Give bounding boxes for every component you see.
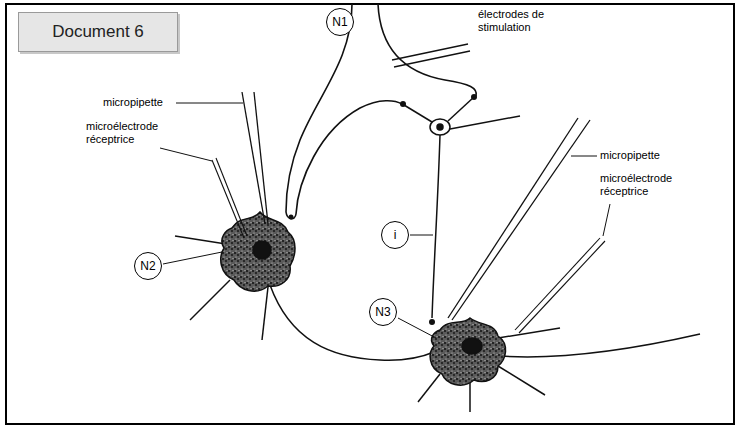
part-label: microélectrode réceptrice xyxy=(86,120,158,145)
part-label: micropipette xyxy=(103,96,163,108)
interneuron-stroke xyxy=(437,124,443,130)
n3-neuron-stroke-stroke xyxy=(498,366,545,395)
callout-label: N1 xyxy=(332,15,347,29)
interneuron-stroke xyxy=(448,97,474,121)
part-label: microélectrode réceptrice xyxy=(600,172,672,197)
n2-neuron-stroke xyxy=(175,236,434,360)
interneuron xyxy=(404,97,520,318)
recording-microelectrode xyxy=(212,158,605,333)
callout-circle: N3 xyxy=(369,298,397,326)
label-box: microélectrode réceptrice xyxy=(600,172,690,198)
micropipette-stroke xyxy=(254,92,268,224)
recording-microelectrode-stroke xyxy=(212,160,244,238)
callout-circle: N1 xyxy=(326,8,354,36)
leader-line-stroke xyxy=(176,103,243,104)
n3-neuron-stroke xyxy=(462,338,482,354)
n2-neuron-stroke-stroke xyxy=(190,280,230,320)
n2-neuron-stroke-stroke xyxy=(270,285,434,360)
label-box: micropipette xyxy=(103,96,183,109)
n3-neuron xyxy=(418,318,700,412)
callout-circle: N2 xyxy=(134,252,162,280)
label-box: électrodes de stimulation xyxy=(478,8,562,34)
n3-neuron-stroke xyxy=(430,318,505,385)
micropipette xyxy=(242,92,590,320)
synapse-terminal xyxy=(289,94,478,325)
n2-neuron-stroke xyxy=(221,212,295,291)
n1-axon-stroke xyxy=(296,101,402,214)
interneuron-stroke xyxy=(450,116,520,129)
callout-label: N3 xyxy=(375,305,390,319)
n2-neuron xyxy=(175,212,434,360)
n1-axon-stroke xyxy=(286,212,296,219)
n3-neuron-stroke-stroke xyxy=(500,334,700,357)
callout-label: N2 xyxy=(140,259,155,273)
callout-circle: i xyxy=(381,221,409,249)
stimulation-electrode xyxy=(392,44,470,67)
n2-neuron-stroke-stroke xyxy=(175,236,226,244)
stimulation-electrode-stroke xyxy=(392,44,468,60)
n2-neuron-stroke xyxy=(253,241,271,259)
leader-line-stroke xyxy=(160,148,212,161)
leader-line-stroke xyxy=(398,318,436,338)
recording-microelectrode-stroke xyxy=(515,238,600,330)
n3-neuron-stroke-stroke xyxy=(469,380,471,412)
n3-neuron-stroke-stroke xyxy=(418,374,440,402)
document-title: Document 6 xyxy=(52,22,144,42)
stimulation-electrode-stroke xyxy=(394,51,470,67)
micropipette-stroke xyxy=(452,120,590,320)
part-label: micropipette xyxy=(600,149,660,161)
recording-microelectrode-stroke xyxy=(216,158,247,236)
figure-frame xyxy=(5,3,735,425)
interneuron-stroke xyxy=(432,135,440,318)
part-label: électrodes de stimulation xyxy=(478,8,544,33)
leader-line-stroke xyxy=(410,235,433,236)
synapse-terminal-stroke xyxy=(429,319,435,325)
n1-axon xyxy=(286,4,476,219)
leader-line-stroke xyxy=(603,204,610,236)
title-box: Document 6 xyxy=(18,12,178,52)
synapse-terminal-stroke xyxy=(289,215,294,220)
label-box: microélectrode réceptrice xyxy=(86,120,172,146)
callout-label: i xyxy=(394,228,397,242)
label-box: micropipette xyxy=(600,149,680,162)
micropipette-stroke xyxy=(448,118,578,318)
leader-line-stroke xyxy=(571,156,597,157)
interneuron-stroke xyxy=(430,119,450,135)
n3-neuron-stroke-stroke xyxy=(498,328,560,338)
n1-axon-stroke xyxy=(378,4,476,96)
leader-line xyxy=(160,103,610,338)
leader-line-stroke xyxy=(163,252,222,264)
recording-microelectrode-stroke xyxy=(519,241,605,333)
n2-neuron-stroke-stroke xyxy=(262,287,268,340)
interneuron-stroke xyxy=(404,105,432,122)
